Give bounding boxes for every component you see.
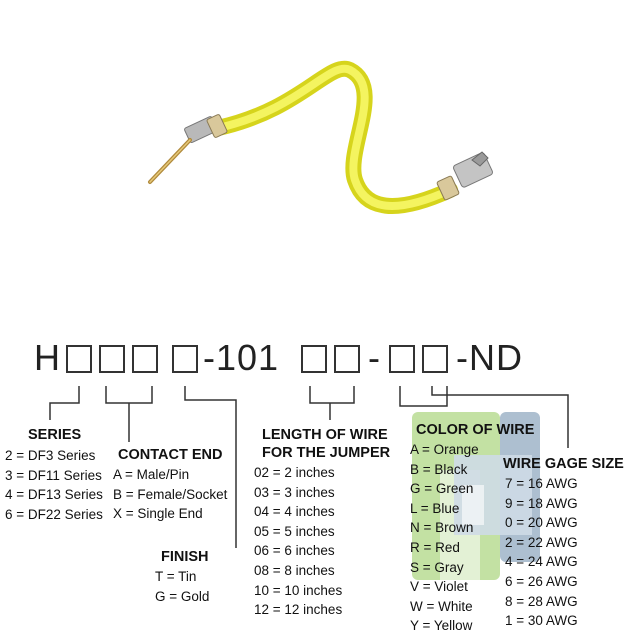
pn-suffix: -ND bbox=[456, 337, 523, 378]
series-item: 4 = DF13 Series bbox=[5, 487, 103, 503]
gage-item: 0 = 20 AWG bbox=[505, 515, 578, 531]
length-item: 03 = 3 inches bbox=[254, 484, 335, 500]
series-leader bbox=[49, 386, 80, 420]
pn-box-length-1 bbox=[301, 345, 327, 373]
male-pin-contact bbox=[148, 114, 228, 184]
series-list: 2 = DF3 Series 3 = DF11 Series 4 = DF13 … bbox=[5, 446, 103, 524]
pn-prefix: H bbox=[34, 337, 61, 378]
color-item: A = Orange bbox=[410, 442, 479, 457]
color-title: COLOR OF WIRE bbox=[416, 422, 535, 438]
length-leader bbox=[309, 386, 355, 420]
length-item: 08 = 8 inches bbox=[254, 562, 335, 578]
finish-list: T = Tin G = Gold bbox=[155, 567, 209, 606]
pn-box-contact-end-1 bbox=[99, 345, 125, 373]
pn-box-gage bbox=[422, 345, 448, 373]
finish-item: T = Tin bbox=[155, 569, 197, 584]
gage-title: WIRE GAGE SIZE bbox=[503, 456, 624, 472]
length-item: 02 = 2 inches bbox=[254, 465, 335, 480]
length-title-line1: LENGTH OF WIRE bbox=[262, 427, 388, 443]
contact-end-leader bbox=[105, 386, 153, 442]
color-item: Y = Yellow bbox=[410, 618, 473, 634]
series-item: 6 = DF22 Series bbox=[5, 506, 103, 522]
gage-list: 7 = 16 AWG 9 = 18 AWG 0 = 20 AWG 2 = 22 … bbox=[505, 474, 578, 631]
contact-end-item: A = Male/Pin bbox=[113, 467, 190, 482]
pn-box-length-2 bbox=[334, 345, 360, 373]
color-item: S = Gray bbox=[410, 559, 464, 575]
length-item: 06 = 6 inches bbox=[254, 543, 335, 559]
pn-box-color bbox=[389, 345, 415, 373]
gage-item: 1 = 30 AWG bbox=[505, 613, 578, 629]
length-item: 10 = 10 inches bbox=[254, 582, 343, 598]
contact-end-item: X = Single End bbox=[113, 506, 203, 522]
pn-box-contact-end-2 bbox=[132, 345, 158, 373]
series-item: 2 = DF3 Series bbox=[5, 448, 96, 463]
contact-end-list: A = Male/Pin B = Female/Socket X = Singl… bbox=[113, 465, 227, 524]
color-item: N = Brown bbox=[410, 520, 474, 536]
series-item: 3 = DF11 Series bbox=[5, 467, 102, 483]
gage-item: 6 = 26 AWG bbox=[505, 573, 578, 589]
pn-separator: - bbox=[368, 337, 381, 378]
length-list: 02 = 2 inches 03 = 3 inches 04 = 4 inche… bbox=[254, 463, 342, 620]
female-socket-contact bbox=[436, 151, 493, 201]
color-item: G = Green bbox=[410, 481, 474, 497]
jumper-wire-image bbox=[148, 60, 493, 214]
contact-end-item: B = Female/Socket bbox=[113, 486, 228, 502]
pn-middle: -101 bbox=[203, 337, 280, 378]
pn-box-series bbox=[66, 345, 92, 373]
gage-item: 9 = 18 AWG bbox=[505, 495, 578, 511]
wire-highlight bbox=[214, 64, 454, 210]
finish-leader bbox=[184, 386, 237, 548]
length-item: 04 = 4 inches bbox=[254, 504, 335, 520]
color-item: V = Violet bbox=[410, 579, 468, 595]
length-item: 05 = 5 inches bbox=[254, 523, 335, 539]
pn-box-finish bbox=[172, 345, 198, 373]
length-title-line2: FOR THE JUMPER bbox=[262, 445, 391, 461]
color-item: W = White bbox=[410, 598, 473, 614]
finish-title: FINISH bbox=[161, 549, 209, 565]
contact-end-title: CONTACT END bbox=[118, 447, 223, 463]
gage-item: 8 = 28 AWG bbox=[505, 593, 578, 609]
color-item: B = Black bbox=[410, 461, 468, 477]
color-list: A = Orange B = Black G = Green L = Blue … bbox=[410, 440, 479, 636]
length-item: 12 = 12 inches bbox=[254, 602, 343, 618]
gage-item: 7 = 16 AWG bbox=[505, 476, 578, 491]
gage-item: 4 = 24 AWG bbox=[505, 554, 578, 570]
series-title: SERIES bbox=[28, 427, 82, 443]
gage-leader bbox=[431, 386, 569, 448]
gage-item: 2 = 22 AWG bbox=[505, 534, 578, 550]
finish-item: G = Gold bbox=[155, 588, 210, 604]
color-leader bbox=[399, 386, 448, 407]
color-item: R = Red bbox=[410, 539, 460, 555]
color-item: L = Blue bbox=[410, 500, 460, 516]
